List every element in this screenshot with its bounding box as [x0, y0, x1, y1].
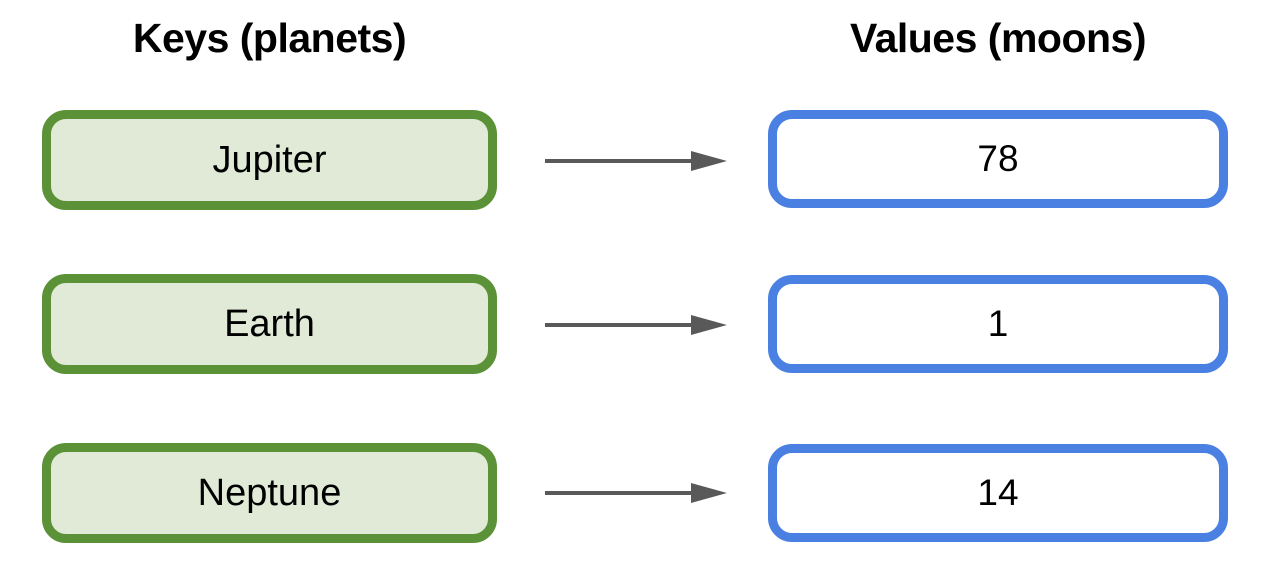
right-arrow-icon	[545, 315, 727, 335]
value-label: 1	[987, 303, 1009, 344]
key-label: Jupiter	[212, 138, 327, 181]
value-box-neptune: 14	[768, 444, 1228, 542]
key-box-jupiter: Jupiter	[42, 110, 497, 210]
right-arrow-icon	[545, 151, 727, 171]
key-label: Neptune	[197, 471, 342, 514]
key-label: Earth	[224, 302, 315, 345]
value-box-earth: 1	[768, 275, 1228, 373]
key-box-neptune: Neptune	[42, 443, 497, 543]
right-arrow-icon	[545, 483, 727, 503]
values-column-header: Values (moons)	[849, 14, 1147, 61]
value-label: 14	[977, 472, 1019, 513]
key-box-earth: Earth	[42, 274, 497, 374]
value-label: 78	[977, 138, 1019, 179]
keys-column-header: Keys (planets)	[132, 14, 407, 61]
value-box-jupiter: 78	[768, 110, 1228, 208]
